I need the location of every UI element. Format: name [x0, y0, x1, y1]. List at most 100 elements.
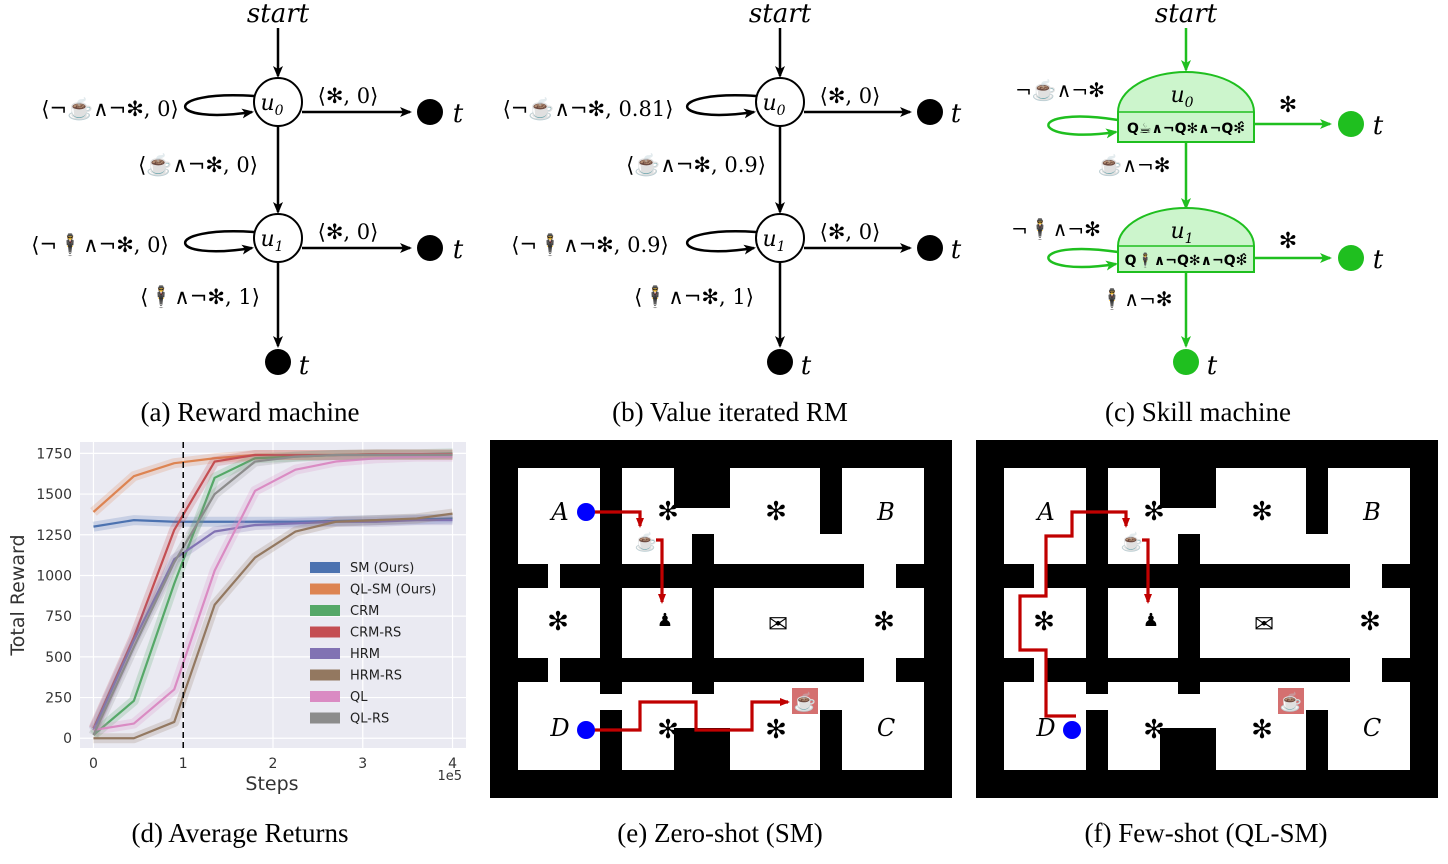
terminal-node: [1338, 245, 1364, 271]
series-line: [92, 519, 453, 731]
terminal-label: t: [1207, 351, 1218, 381]
room-label: B: [876, 498, 895, 526]
legend-swatch: [310, 648, 340, 659]
edge-u1-term: ⟨✻, 0⟩: [318, 220, 379, 244]
legend-label: CRM-RS: [350, 626, 401, 641]
terminal-label: t: [453, 99, 464, 129]
edge-u0-term: ⟨✻, 0⟩: [820, 84, 881, 108]
state-u1-sub: 1: [275, 239, 284, 255]
svg-text:u1: u1: [1170, 219, 1193, 247]
coffee-icon: ☕: [1121, 531, 1143, 553]
maze-wall: [1160, 468, 1216, 508]
coffee-icon: ☕: [1280, 691, 1302, 713]
state-u1-label: u: [762, 227, 776, 252]
terminal-node: [1338, 111, 1364, 137]
terminal-node: [767, 349, 793, 375]
room-label: C: [1363, 714, 1381, 742]
maze-wall: [1086, 468, 1108, 534]
room-label: B: [1362, 498, 1381, 526]
x-tick-label: 4: [448, 756, 457, 772]
edge-u1-exit: 🕴∧¬✻: [1099, 287, 1172, 311]
automaton-a: start u0 ⟨¬☕∧¬✻, 0⟩ ⟨✻, 0⟩ t ⟨☕∧¬✻, 0⟩ u…: [31, 0, 464, 381]
maze-wall: [1382, 564, 1410, 588]
legend: SM (Ours)QL-SM (Ours)CRMCRM-RSHRMHRM-RSQ…: [310, 561, 436, 727]
maze-wall: [1306, 710, 1328, 770]
x-tick-label: 0: [89, 756, 98, 772]
decoration-star-icon: ✻: [1143, 715, 1165, 745]
caption-c: (c) Skill machine: [1105, 397, 1291, 427]
office-person-icon: ♟: [1143, 610, 1159, 631]
state-u0-label: u: [260, 91, 274, 116]
edge-u1-loop: ⟨¬🕴∧¬✻, 0.9⟩: [511, 232, 668, 257]
terminal-label: t: [951, 99, 962, 129]
state-u1-label: u: [260, 227, 274, 252]
caption-a: (a) Reward machine: [140, 397, 360, 427]
agent-trajectory: [594, 510, 644, 528]
legend-swatch: [310, 626, 340, 638]
mail-icon: ✉: [1254, 610, 1274, 638]
maze-wall: [560, 564, 692, 588]
edge-u1-loop: ⟨¬🕴∧¬✻, 0⟩: [31, 232, 168, 257]
maze-wall: [1046, 658, 1178, 682]
maze-wall: [1004, 658, 1034, 682]
caption-e: (e) Zero-shot (SM): [617, 818, 823, 848]
maze-wall: [1160, 728, 1216, 770]
decoration-star-icon: ✻: [1359, 607, 1381, 637]
legend-label: CRM: [350, 604, 379, 619]
legend-label: SM (Ours): [350, 561, 414, 576]
svg-text:u1: u1: [762, 227, 785, 255]
state-u0-label: u: [1170, 83, 1184, 108]
legend-label: QL: [350, 690, 368, 705]
legend-label: HRM-RS: [350, 669, 402, 684]
edge-u0-u1: ⟨☕∧¬✻, 0.9⟩: [626, 152, 766, 177]
maze-wall: [692, 534, 714, 694]
terminal-node: [1173, 349, 1199, 375]
decoration-star-icon: ✻: [1251, 497, 1273, 527]
room-label: A: [549, 498, 568, 526]
maze-wall: [1178, 534, 1200, 694]
highlight-coffee-cell: [792, 688, 818, 714]
caption-f: (f) Few-shot (QL-SM): [1084, 818, 1328, 848]
decoration-star-icon: ✻: [547, 607, 569, 637]
edge-u1-term: ⟨✻, 0⟩: [820, 220, 881, 244]
maze-wall: [714, 658, 864, 682]
decoration-star-icon: ✻: [765, 715, 787, 745]
edge-u0-term: ✻: [1279, 93, 1297, 118]
legend-swatch: [310, 605, 340, 616]
x-tick-label: 2: [269, 756, 278, 772]
x-multiplier: 1e5: [437, 769, 462, 784]
svg-text:u0: u0: [1170, 83, 1193, 111]
state-u0-sub: 0: [1185, 95, 1194, 111]
maze-wall: [1306, 468, 1328, 534]
terminal-node: [265, 349, 291, 375]
series-line: [92, 453, 453, 736]
maze-wall: [1086, 710, 1108, 770]
legend-label: HRM: [350, 647, 380, 662]
x-axis-label: Steps: [245, 773, 298, 795]
terminal-label: t: [453, 235, 464, 265]
caption-b: (b) Value iterated RM: [612, 397, 848, 427]
terminal-label: t: [801, 351, 812, 381]
legend-swatch: [310, 691, 340, 702]
skill-u0-formula: Q☕∧¬Q✻∧¬Q✻̂: [1127, 121, 1245, 137]
edge-u1-term: ✻: [1279, 229, 1297, 254]
y-tick-label: 0: [63, 731, 72, 747]
maze-wall: [600, 468, 622, 534]
room-label: D: [1035, 714, 1055, 742]
terminal-node: [417, 235, 443, 261]
maze-wall: [674, 468, 730, 508]
start-label: start: [1155, 0, 1218, 29]
room-label: D: [549, 714, 569, 742]
agent-trajectory: [656, 538, 666, 604]
y-tick-label: 1750: [36, 446, 72, 462]
state-u0-sub: 0: [275, 103, 284, 119]
decoration-star-icon: ✻: [657, 715, 679, 745]
maze-wall: [1046, 564, 1178, 588]
coffee-icon: ☕: [794, 691, 816, 713]
agent-trajectory: [1142, 538, 1152, 604]
decoration-star-icon: ✻: [657, 497, 679, 527]
svg-text:u0: u0: [762, 91, 785, 119]
terminal-node: [417, 99, 443, 125]
